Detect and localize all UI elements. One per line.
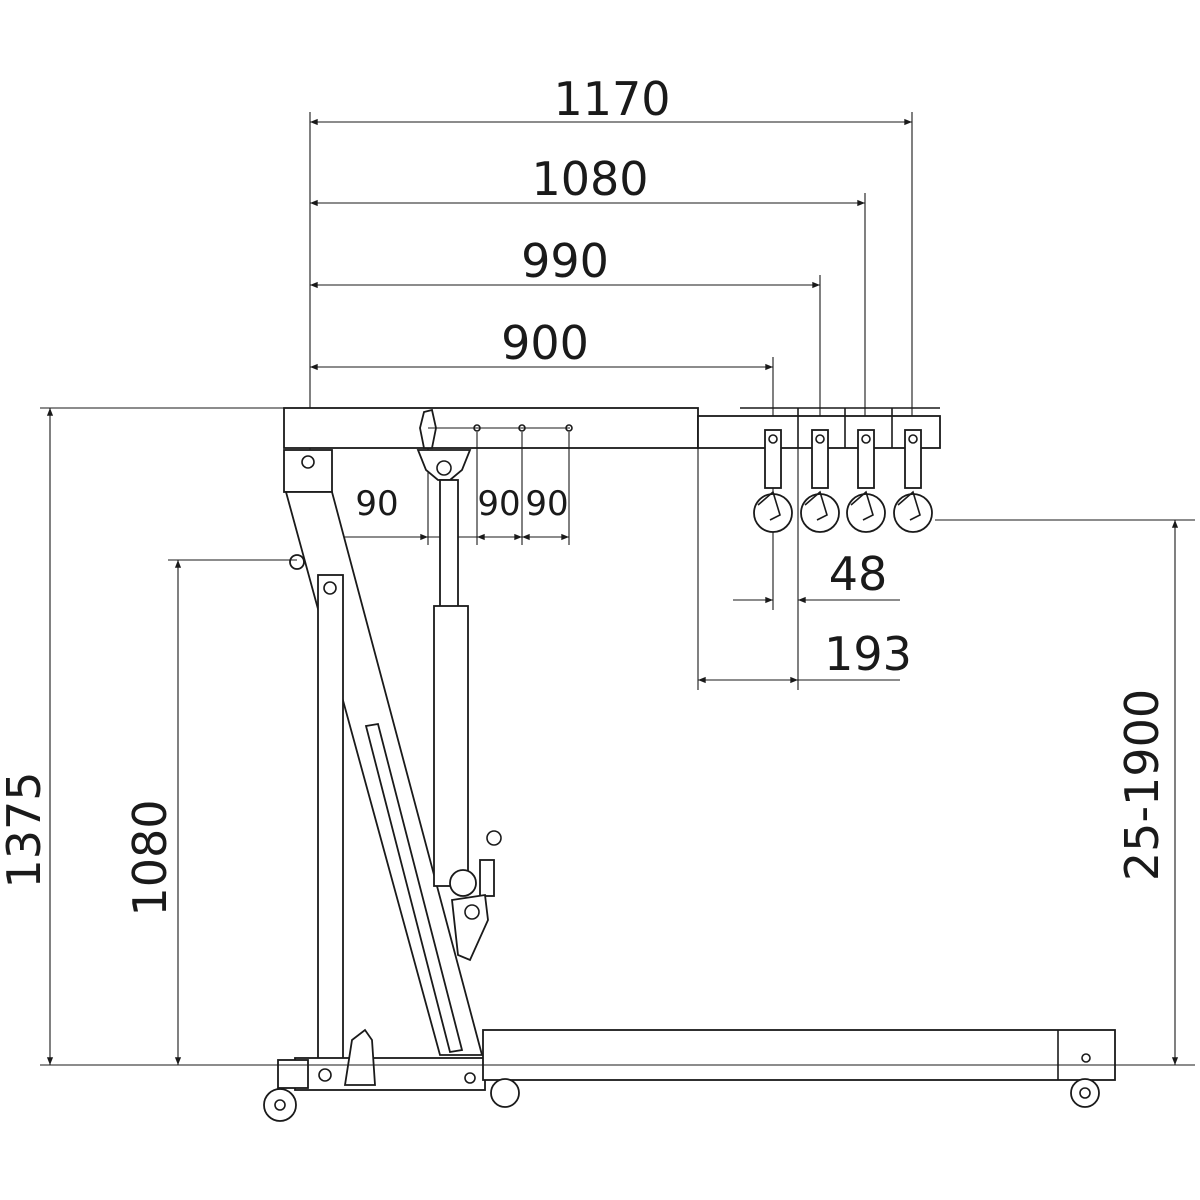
base-leg (482, 1029, 1116, 1081)
pump-wheel (449, 869, 477, 897)
dim-label-90-b: 90 (477, 484, 520, 524)
rear-caster-wheel (263, 1088, 297, 1122)
dim-label-90-a: 90 (355, 484, 398, 524)
pin-hole (518, 424, 526, 432)
dim-label-48: 48 (829, 547, 888, 601)
hydraulic-cylinder (433, 605, 469, 887)
hook (893, 429, 933, 533)
front-wheel (1070, 1078, 1100, 1108)
mast (317, 574, 344, 1061)
dim-label-1080: 1080 (531, 152, 648, 206)
pin-hole (565, 424, 573, 432)
crane-frame (263, 449, 1116, 1122)
front-wheel (490, 1078, 520, 1108)
dim-label-990: 990 (521, 234, 609, 288)
mast-pulley (289, 554, 305, 570)
dim-label-1170: 1170 (553, 72, 670, 126)
boom (283, 407, 941, 449)
hook (753, 429, 793, 533)
dim-label-90-c: 90 (525, 484, 568, 524)
hooks (753, 429, 933, 533)
boom-lock-pin (419, 408, 437, 449)
caster-bracket (277, 1059, 309, 1089)
boom-brace (364, 722, 464, 1054)
dim-label-900: 900 (501, 316, 589, 370)
dim-label-1375: 1375 (0, 771, 51, 888)
dim-label-1080-vertical: 1080 (123, 799, 177, 916)
pin-hole (473, 424, 481, 432)
boom-pivot-plate (283, 449, 333, 493)
pin-offset-dimensions: 90 90 90 (307, 432, 570, 545)
base-rear (294, 1057, 486, 1091)
hook-dimensions: 48 193 (697, 448, 912, 690)
hook (846, 429, 886, 533)
reach-dimensions: 1170 1080 990 900 (309, 72, 913, 610)
dim-label-193: 193 (824, 627, 912, 681)
ram-rod (439, 479, 459, 611)
hook (800, 429, 840, 533)
release-valve (479, 859, 495, 897)
dim-label-lift-range: 25-1900 (1115, 689, 1169, 881)
mast-bracket (343, 1028, 376, 1086)
vertical-dimensions: 1375 1080 25-1900 (0, 407, 1195, 1066)
